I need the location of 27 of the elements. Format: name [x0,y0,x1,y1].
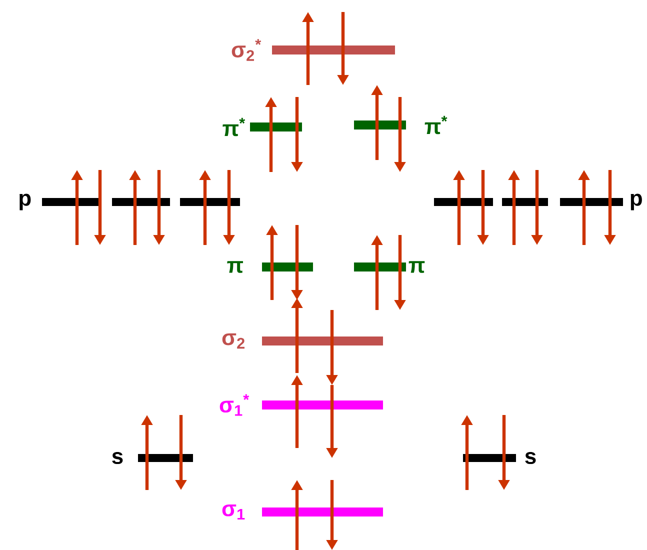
energy-level: p [560,194,642,210]
energy-level [180,198,240,206]
node-label: π [408,261,425,273]
energy-level [112,198,170,206]
energy-level: π$^{*}$ [222,118,302,136]
energy-level: π [354,261,425,273]
node-label: π$^{*}$ [424,116,448,134]
energy-level: σ$_{2}$ [222,333,383,349]
energy-level: σ$_{1}$* [220,394,383,416]
energy-level: s [112,452,193,464]
node-label: σ$_{1}$ [222,504,245,520]
node-label: σ$_{2}$ [222,333,244,349]
energy-level: π$^{*}$ [354,116,448,134]
node-label: σ$_{2}$* [232,39,262,61]
node-label: π$^{*}$ [222,118,246,136]
node-label: σ$_{1}$* [220,394,250,416]
node-label: s [525,452,536,464]
energy-level: p [20,194,100,210]
node-label: p [630,194,642,210]
energy-level: π [227,261,313,273]
energy-level: σ$_{1}$ [222,504,383,520]
energy-level: s [463,452,536,464]
energy-level [434,198,493,206]
node-label: s [112,452,123,464]
energy-level: σ$_{2}$* [232,39,395,61]
node-label: p [20,194,31,210]
node-label: π [227,261,244,273]
